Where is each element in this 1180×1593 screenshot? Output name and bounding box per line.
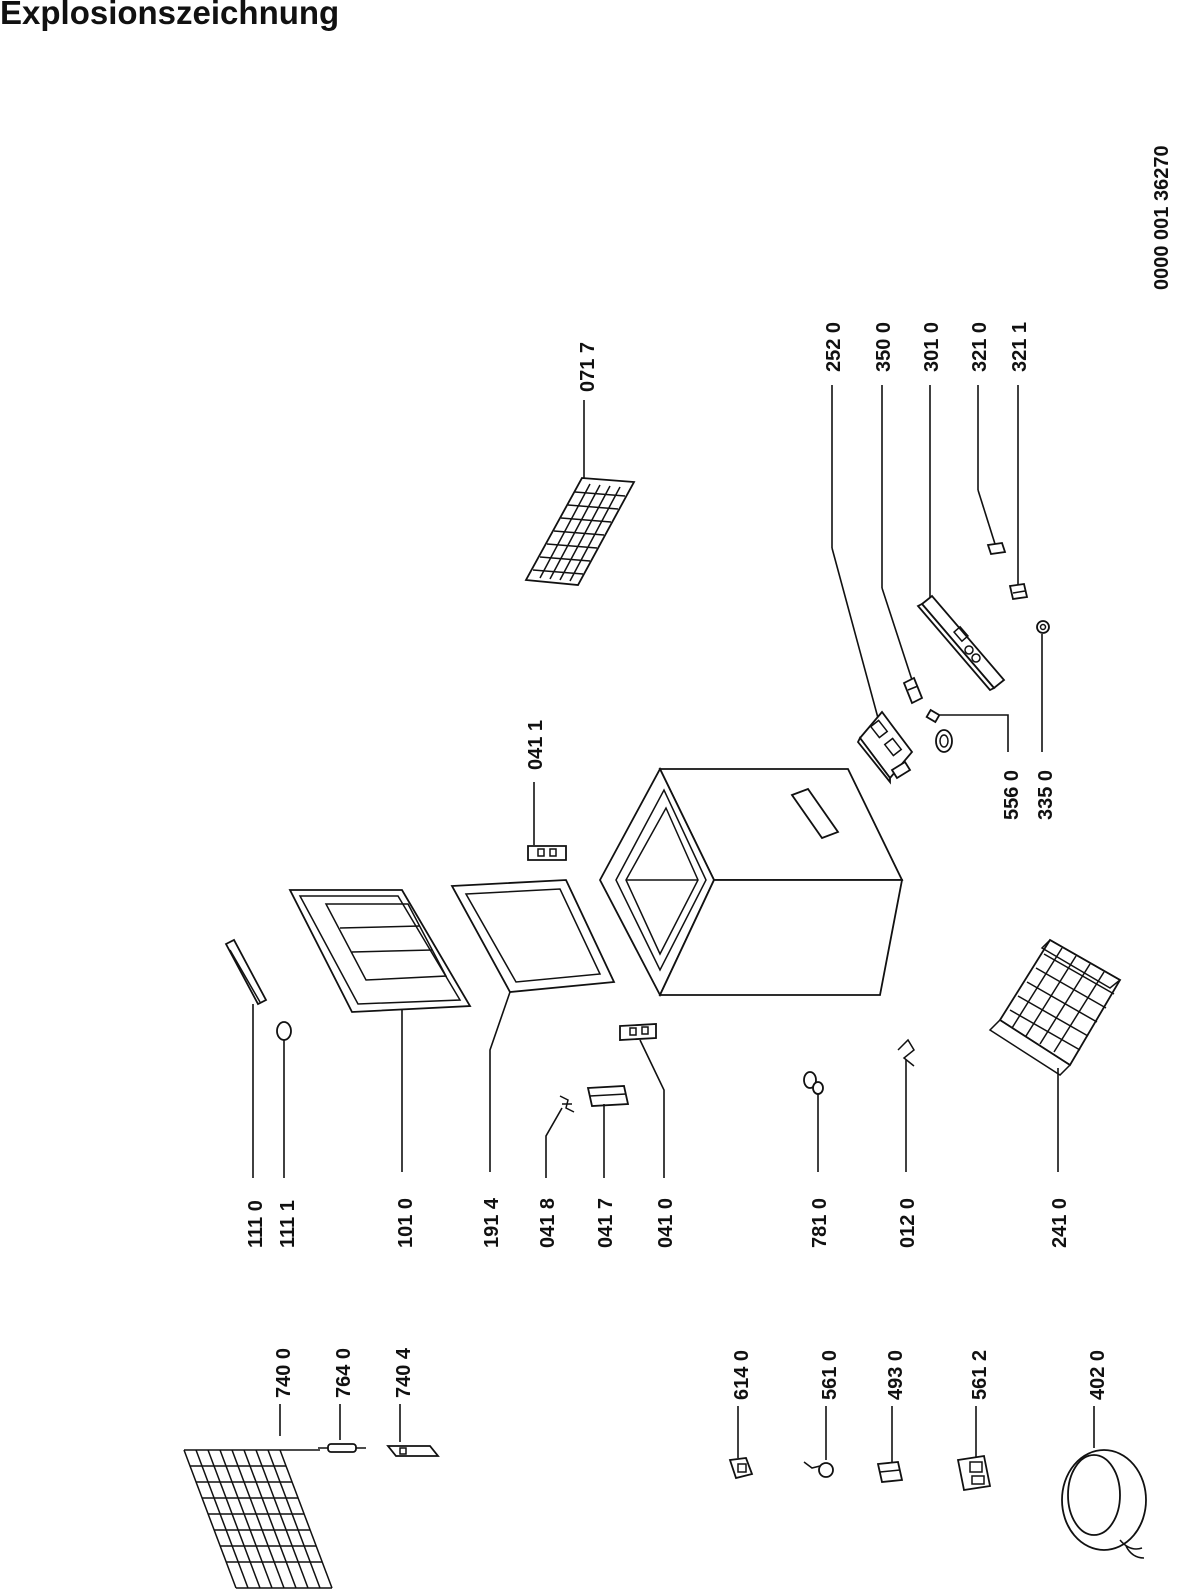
part-402-0-compressor: [1061, 1449, 1147, 1559]
part-241-0-basket: [988, 938, 1122, 1076]
part-764-0-filter: [318, 1443, 366, 1453]
part-561-2-starter: [956, 1454, 992, 1492]
part-041-8-pin: [559, 1095, 575, 1113]
part-111-0-handle: [224, 938, 268, 1006]
part-301-0-control-panel: [916, 594, 1006, 692]
label-111-1: 111 1: [277, 1200, 299, 1248]
part-101-0-lid: [288, 889, 472, 1013]
part-191-4-seal-frame: [450, 879, 616, 993]
label-350-0: 350 0: [873, 322, 895, 372]
label-493-0: 493 0: [885, 1350, 907, 1400]
part-740-0-condenser: [183, 1449, 333, 1589]
label-041-0: 041 0: [655, 1198, 677, 1248]
part-335-0-knob: [1036, 620, 1050, 634]
label-071-7: 071 7: [577, 342, 599, 392]
label-101-0: 101 0: [395, 1198, 417, 1248]
part-350-0-bracket: [902, 676, 924, 705]
part-012-0-bracket: [897, 1038, 915, 1067]
label-191-4: 191 4: [481, 1197, 503, 1248]
part-321-1-clip: [1008, 582, 1029, 601]
part-111-1-cap: [276, 1021, 292, 1041]
label-740-4: 740 4: [393, 1347, 415, 1398]
part-071-7-grille: [524, 477, 636, 586]
label-335-0: 335 0: [1035, 770, 1057, 820]
part-cabinet: [598, 767, 904, 998]
drawing-number: 0000 001 36270: [1151, 145, 1173, 290]
part-740-4-bracket: [386, 1445, 440, 1457]
label-012-0: 012 0: [897, 1198, 919, 1248]
label-740-0: 740 0: [273, 1348, 295, 1398]
part-041-7-cover: [586, 1085, 630, 1107]
label-321-1: 321 1: [1009, 322, 1031, 372]
label-556-0: 556 0: [1001, 770, 1023, 820]
label-241-0: 241 0: [1049, 1198, 1071, 1248]
label-614-0: 614 0: [731, 1350, 753, 1400]
part-041-1-hinge: [527, 845, 567, 861]
part-252-0-housing: [856, 710, 914, 785]
part-561-0-overload: [803, 1461, 834, 1478]
label-402-0: 402 0: [1087, 1350, 1109, 1400]
part-041-0-hinge: [619, 1023, 657, 1041]
label-041-8: 041 8: [537, 1198, 559, 1248]
part-321-0-clip: [986, 542, 1007, 555]
label-252-0: 252 0: [823, 322, 845, 372]
label-041-7: 041 7: [595, 1198, 617, 1248]
label-764-0: 764 0: [333, 1348, 355, 1398]
part-556-0-switch: [925, 708, 953, 753]
label-561-2: 561 2: [969, 1350, 991, 1400]
label-321-0: 321 0: [969, 322, 991, 372]
label-301-0: 301 0: [921, 322, 943, 372]
label-781-0: 781 0: [809, 1198, 831, 1248]
page-title: Explosionszeichnung: [0, 0, 340, 31]
label-041-1: 041 1: [525, 720, 547, 770]
label-111-0: 111 0: [245, 1200, 267, 1248]
part-493-0-cover: [876, 1461, 904, 1483]
part-614-0-relay: [728, 1457, 754, 1480]
part-781-0-lamp: [803, 1071, 824, 1095]
label-561-0: 561 0: [819, 1350, 841, 1400]
